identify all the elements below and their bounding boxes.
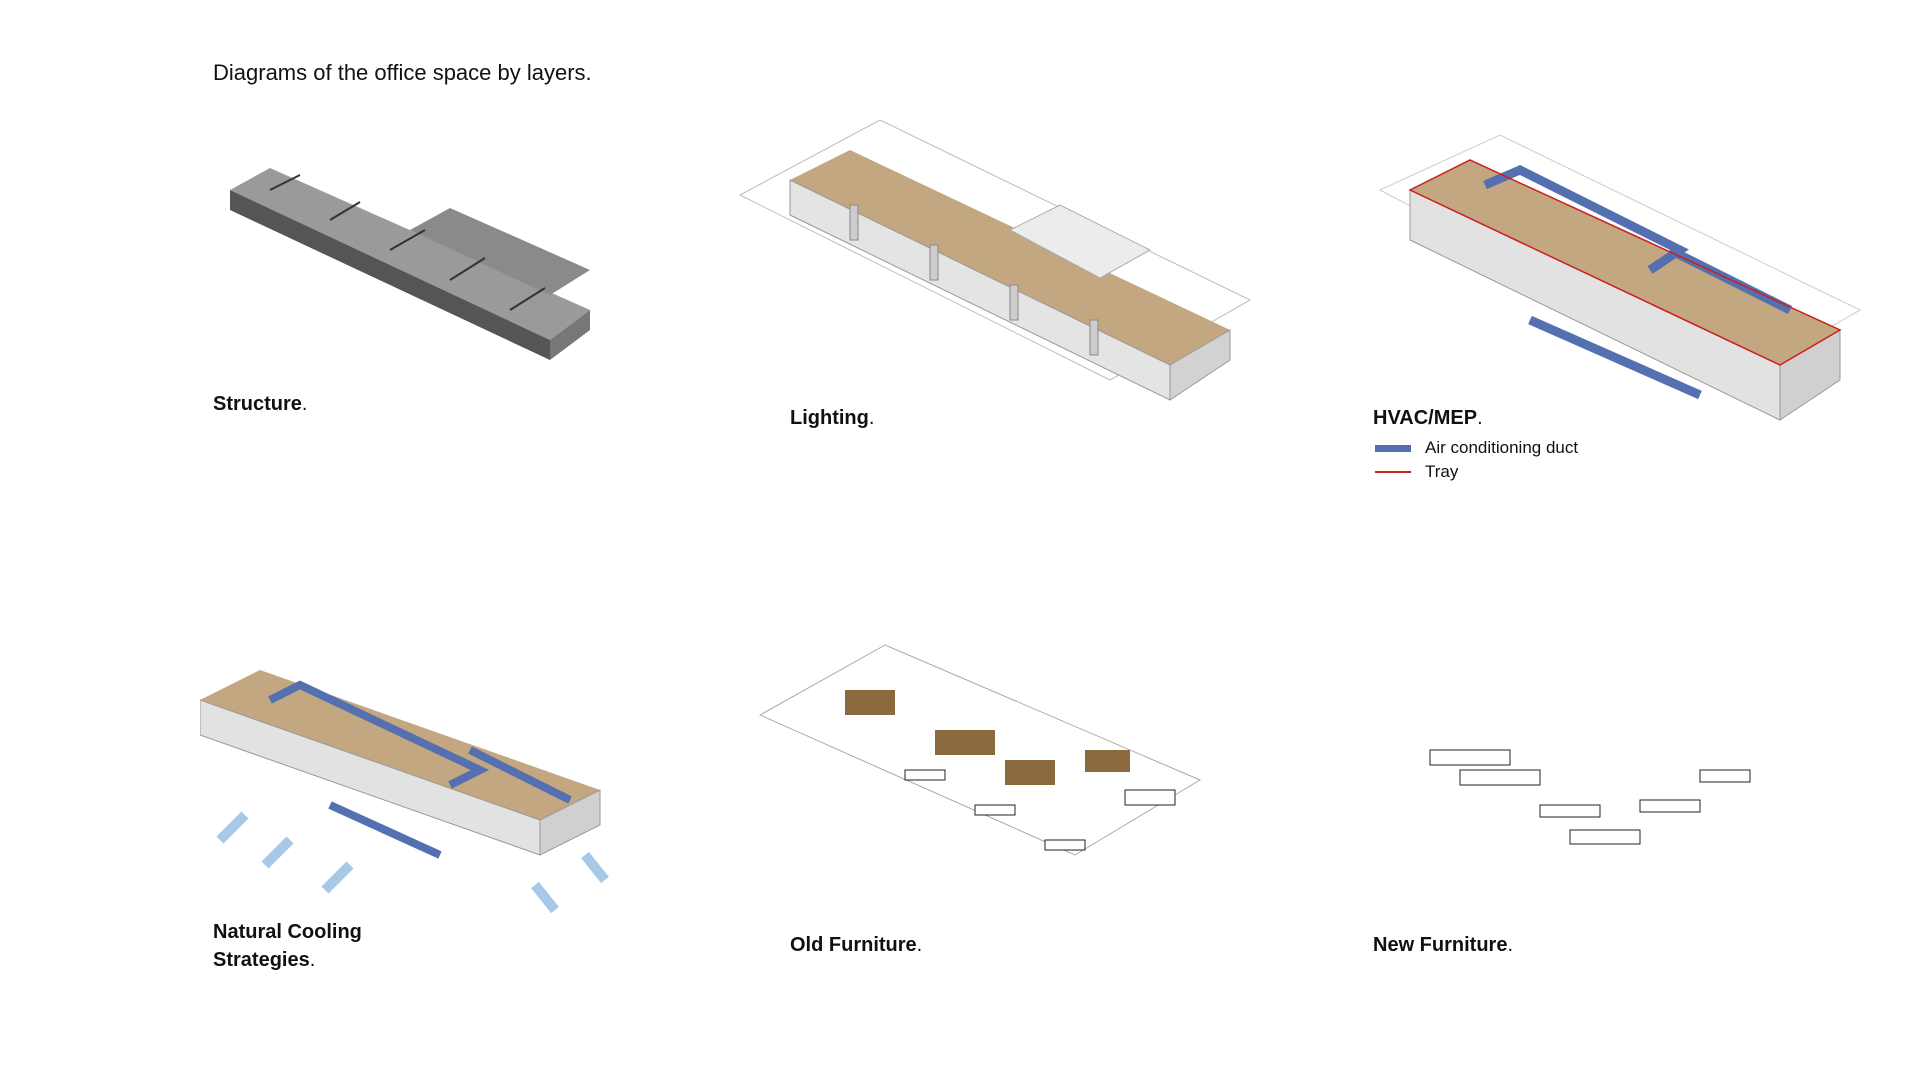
hvac-legend: Air conditioning duct Tray [1375, 436, 1578, 484]
hvac-diagram [1378, 134, 1862, 421]
label-hvac: HVAC/MEP. [1373, 407, 1483, 429]
structure-diagram [230, 168, 590, 360]
cooling-diagram [200, 670, 609, 914]
new-furniture-diagram [1429, 749, 1751, 845]
old-furniture-diagram [758, 644, 1202, 856]
label-new-furniture: New Furniture. [1373, 934, 1514, 956]
label-old-furniture: Old Furniture. [790, 934, 923, 956]
page-title: Diagrams of the office space by layers. [213, 60, 592, 85]
label-structure: Structure. [213, 393, 308, 415]
legend-item-duct: Air conditioning duct [1375, 436, 1578, 460]
legend-item-tray: Tray [1375, 460, 1578, 484]
label-lighting: Lighting. [790, 407, 875, 429]
lighting-diagram [738, 119, 1252, 401]
